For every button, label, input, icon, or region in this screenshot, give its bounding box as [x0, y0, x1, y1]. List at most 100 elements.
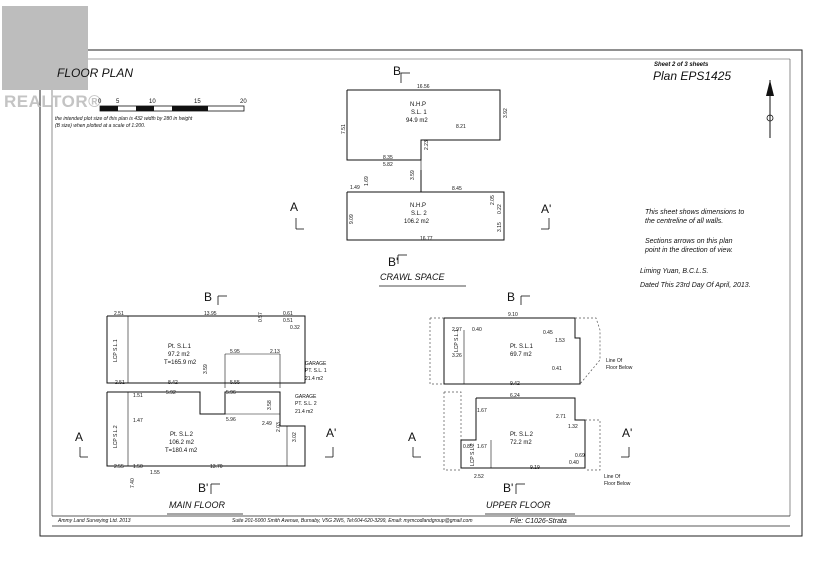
- scale-note: (B size) when plotted at a scale of 1:20…: [55, 123, 146, 129]
- unit-label: S.L. 1: [411, 110, 427, 116]
- firm-address: Suite 201-5000 Smith Avenue, Burnaby, V5…: [232, 518, 473, 524]
- dimension: 1.67: [477, 444, 487, 450]
- dimension: 9.42: [510, 381, 520, 387]
- line-of-floor-below: Floor Below: [606, 365, 633, 371]
- dimension: 9.09: [349, 214, 355, 224]
- dimension: 1.51: [133, 393, 143, 399]
- dimension: 3.02: [292, 432, 298, 442]
- surveyor-name: Liming Yuan, B.C.L.S.: [640, 268, 709, 275]
- section-label: A: [290, 200, 299, 214]
- firm-name: Ammy Land Surveying Ltd. 2013: [58, 518, 131, 524]
- garage-label: GARAGE: [305, 361, 327, 367]
- dimension: 0.40: [472, 327, 482, 333]
- dimension: 1.53: [555, 338, 565, 344]
- dimension: 2.13: [270, 349, 280, 355]
- dimension: 0.22: [497, 204, 503, 214]
- scale-tick: 10: [149, 99, 156, 105]
- dimension: 3.58: [267, 400, 273, 410]
- section-label: B: [393, 64, 402, 78]
- dimension: 13.70: [210, 464, 223, 470]
- garage-label: GARAGE: [295, 394, 317, 400]
- dimension: 3.92: [503, 108, 509, 118]
- dimension: 5.96: [226, 417, 236, 423]
- note-line: This sheet shows dimensions to: [645, 209, 745, 216]
- dimension: 8.35: [383, 155, 393, 161]
- realtor-logo: REALTOR®: [0, 6, 101, 111]
- line-of-floor-below: Line Of: [604, 474, 621, 480]
- plan-heading: FLOOR PLAN: [57, 66, 134, 80]
- section-label: B: [204, 290, 213, 304]
- dimension: 7.40: [130, 478, 136, 488]
- dated-line: Dated This 23rd Day Of April, 2013.: [640, 282, 751, 289]
- dimension: 0.61: [283, 311, 293, 317]
- dimension: 5.95: [230, 349, 240, 355]
- unit-area: 72.2 m2: [510, 440, 532, 446]
- section-label: A': [326, 426, 337, 440]
- view-title: CRAWL SPACE: [380, 272, 445, 282]
- scale-tick: 5: [116, 99, 120, 105]
- sheet-number: Sheet 2 of 3 sheets: [654, 62, 709, 68]
- unit-label: Pt. S.L.2: [170, 432, 194, 438]
- scale-tick: 15: [194, 99, 201, 105]
- dimension: 5.96: [226, 390, 236, 396]
- dimension: 0.85: [463, 444, 473, 450]
- dimension: 16.56: [417, 84, 430, 90]
- dimension: 8.21: [456, 124, 466, 130]
- garage-label: PT. S.L. 2: [295, 401, 317, 407]
- dimension: 6.24: [510, 393, 520, 399]
- line-of-floor-below: Line Of: [606, 358, 623, 364]
- section-label: B': [198, 481, 209, 495]
- unit-label: S.L. 2: [411, 211, 427, 217]
- section-label: A': [622, 426, 633, 440]
- section-label: B: [507, 290, 516, 304]
- unit-area: 69.7 m2: [510, 352, 532, 358]
- lcp-label: LCP S.L.1: [113, 339, 119, 362]
- unit-area: 97.2 m2: [168, 352, 190, 358]
- scale-bar: [99, 105, 245, 112]
- unit-label: Pt. S.L.1: [510, 344, 534, 350]
- unit-area: 106.2 m2: [404, 219, 430, 225]
- crawl-space-plan: [346, 89, 505, 241]
- realtor-wordmark: REALTOR®: [4, 92, 102, 111]
- unit-area-total: T=165.9 m2: [164, 360, 197, 366]
- dimension: 3.26: [452, 353, 462, 359]
- dimension: 0.41: [552, 366, 562, 372]
- plan-number: Plan EPS1425: [653, 69, 732, 83]
- unit-label: N.H.P: [410, 102, 427, 108]
- dimension: 0.51: [283, 318, 293, 324]
- dimension: 8.42: [168, 380, 178, 386]
- scale-note: the intended plot size of this plan is 4…: [55, 116, 193, 122]
- scale-tick: 0: [98, 99, 102, 105]
- dimension: 2.03: [276, 422, 282, 432]
- dimension: 2.71: [556, 414, 566, 420]
- dimension: 3.59: [410, 170, 416, 180]
- dimension: 13.95: [204, 311, 217, 317]
- garage-area: 21.4 m2: [295, 409, 314, 415]
- section-label: A: [75, 430, 84, 444]
- dimension: 2.52: [474, 474, 484, 480]
- note-line: point in the direction of view.: [645, 247, 733, 254]
- dimension: 1.69: [364, 176, 370, 186]
- unit-label: Pt. S.L.2: [510, 432, 534, 438]
- unit-label: N.H.P: [410, 203, 427, 209]
- section-label: B': [503, 481, 514, 495]
- dimension: 16.77: [420, 236, 433, 242]
- dimension: 9.19: [530, 465, 540, 471]
- realtor-logo-mark: [2, 6, 88, 90]
- north-arrow-icon: [766, 80, 774, 138]
- dimension: 1.67: [477, 408, 487, 414]
- dimension: 5.82: [383, 162, 393, 168]
- lcp-label: LCP S.L.2: [113, 425, 119, 448]
- garage-area: 21.4 m2: [305, 376, 324, 382]
- dimension: 0.40: [569, 460, 579, 466]
- line-of-floor-below: Floor Below: [604, 481, 631, 487]
- section-label: A: [408, 430, 417, 444]
- dimension: 0.69: [575, 453, 585, 459]
- section-label: B': [388, 255, 399, 269]
- dimension: 1.32: [568, 424, 578, 430]
- dimension: 7.51: [341, 124, 347, 134]
- note-line: the centreline of all walls.: [645, 218, 724, 225]
- dimension: 2.55: [114, 464, 124, 470]
- dimension: 0.57: [258, 312, 264, 322]
